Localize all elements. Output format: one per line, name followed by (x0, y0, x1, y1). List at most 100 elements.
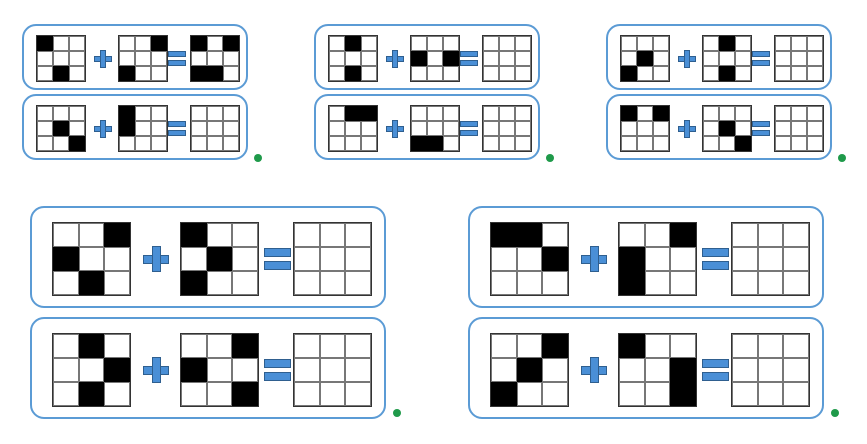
empty-cell (345, 136, 361, 151)
empty-cell (491, 271, 517, 295)
empty-cell (119, 136, 135, 151)
empty-cell (644, 247, 671, 271)
puzzle-frame (22, 94, 248, 160)
empty-cell (319, 223, 346, 247)
result-grid (482, 35, 532, 82)
empty-cell (53, 334, 79, 358)
empty-cell (443, 66, 459, 81)
filled-cell (637, 51, 653, 66)
empty-cell (191, 136, 207, 151)
filled-cell (735, 136, 751, 151)
filled-cell (411, 136, 427, 151)
empty-cell (427, 66, 443, 81)
empty-cell (53, 136, 69, 151)
filled-cell (151, 36, 167, 51)
empty-cell (735, 36, 751, 51)
empty-cell (427, 121, 443, 136)
empty-cell (151, 121, 167, 136)
empty-cell (223, 51, 239, 66)
empty-cell (719, 106, 735, 121)
filled-cell (491, 223, 517, 247)
filled-cell (206, 247, 233, 271)
filled-cell (78, 382, 105, 406)
operand-grid-b (618, 222, 697, 296)
empty-cell (69, 36, 85, 51)
puzzle-frame (22, 24, 248, 90)
filled-cell (119, 66, 135, 81)
empty-cell (151, 136, 167, 151)
equals-icon (460, 51, 478, 66)
empty-cell (135, 51, 151, 66)
equals-icon (752, 51, 770, 66)
empty-cell (791, 51, 807, 66)
empty-cell (53, 382, 79, 406)
empty-cell (53, 51, 69, 66)
empty-cell (783, 247, 809, 271)
empty-cell (53, 223, 79, 247)
result-grid (774, 35, 824, 82)
empty-cell (499, 51, 515, 66)
empty-cell (53, 36, 69, 51)
filled-cell (619, 271, 645, 295)
empty-cell (807, 36, 823, 51)
empty-cell (732, 334, 758, 358)
empty-cell (719, 51, 735, 66)
plus-icon (678, 119, 696, 138)
empty-cell (345, 223, 371, 247)
filled-cell (670, 223, 696, 247)
empty-cell (621, 36, 637, 51)
empty-cell (104, 382, 130, 406)
empty-cell (807, 51, 823, 66)
empty-cell (499, 36, 515, 51)
result-grid (731, 333, 810, 407)
empty-cell (703, 106, 719, 121)
empty-cell (427, 106, 443, 121)
empty-cell (499, 121, 515, 136)
filled-cell (232, 382, 258, 406)
empty-cell (361, 121, 377, 136)
filled-cell (232, 334, 258, 358)
empty-cell (757, 223, 784, 247)
empty-cell (483, 66, 499, 81)
empty-cell (775, 106, 791, 121)
empty-cell (207, 51, 223, 66)
empty-cell (443, 106, 459, 121)
green-marker-dot (831, 409, 839, 417)
filled-cell (411, 51, 427, 66)
empty-cell (515, 66, 531, 81)
puzzle-frame (468, 317, 824, 419)
operand-grid-a (328, 35, 378, 82)
empty-cell (516, 334, 543, 358)
empty-cell (329, 66, 345, 81)
empty-cell (206, 358, 233, 382)
empty-cell (345, 51, 361, 66)
empty-cell (644, 382, 671, 406)
empty-cell (119, 36, 135, 51)
empty-cell (232, 223, 258, 247)
empty-cell (735, 66, 751, 81)
empty-cell (135, 66, 151, 81)
empty-cell (191, 121, 207, 136)
empty-cell (807, 136, 823, 151)
filled-cell (670, 358, 696, 382)
empty-cell (104, 334, 130, 358)
empty-cell (703, 51, 719, 66)
empty-cell (791, 66, 807, 81)
empty-cell (329, 121, 345, 136)
empty-cell (621, 136, 637, 151)
filled-cell (542, 247, 568, 271)
empty-cell (735, 121, 751, 136)
operand-grid-b (118, 35, 168, 82)
empty-cell (37, 106, 53, 121)
puzzle-frame (30, 206, 386, 308)
empty-cell (499, 106, 515, 121)
puzzle-frame (606, 94, 832, 160)
empty-cell (542, 271, 568, 295)
filled-cell (223, 36, 239, 51)
empty-cell (37, 66, 53, 81)
empty-cell (191, 51, 207, 66)
filled-cell (53, 66, 69, 81)
empty-cell (319, 247, 346, 271)
equals-icon (264, 359, 291, 381)
filled-cell (516, 223, 543, 247)
